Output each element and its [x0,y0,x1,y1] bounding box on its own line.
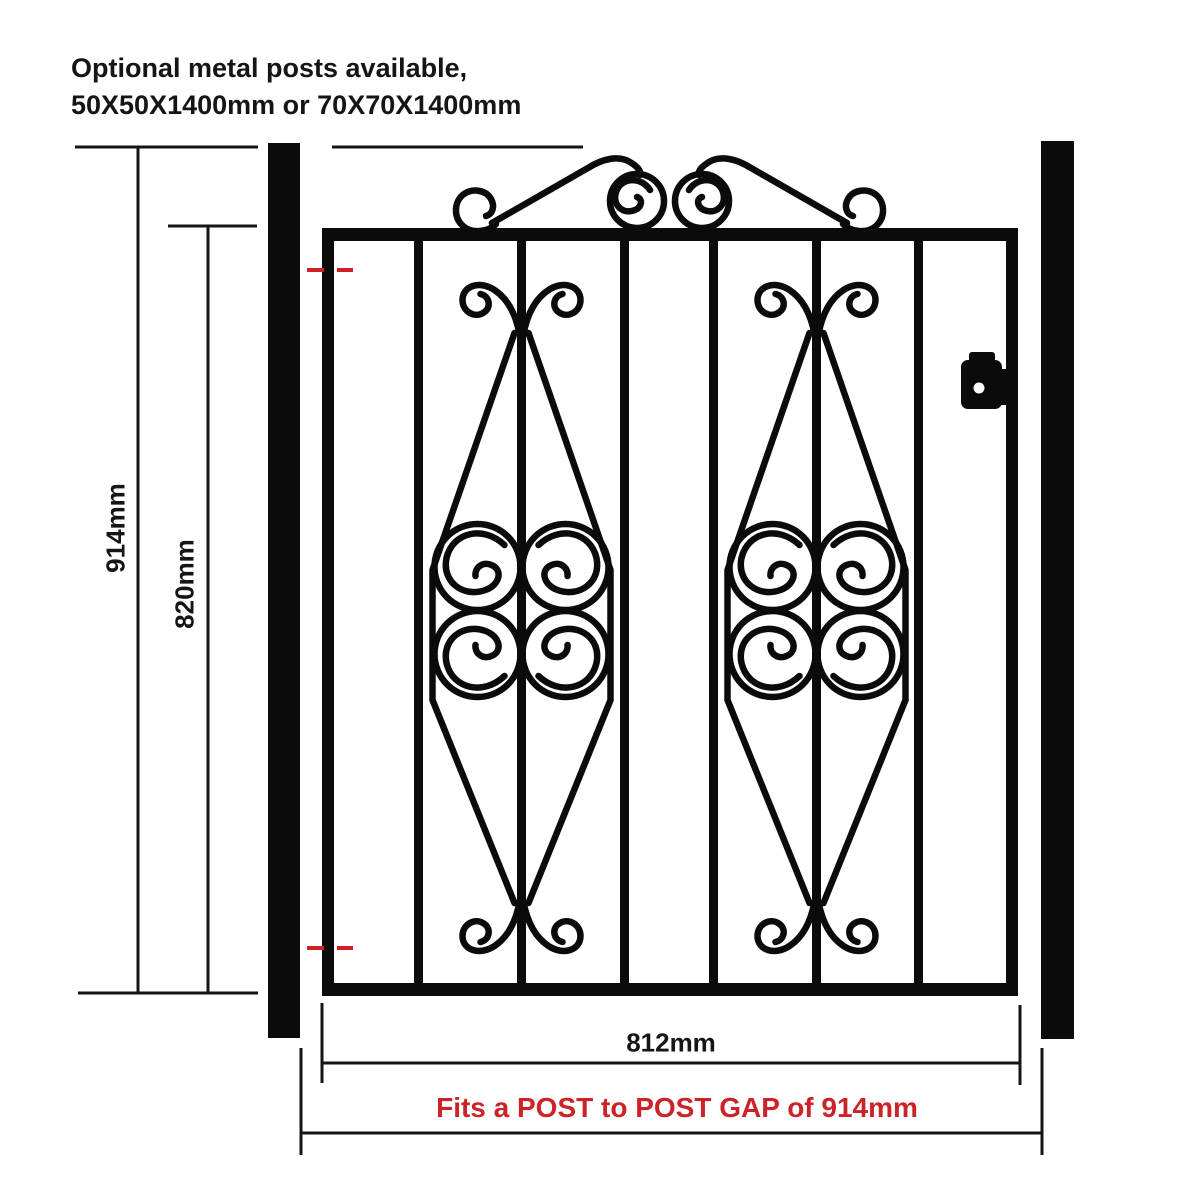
gate-scrollwork [433,158,906,951]
right-post [1041,141,1074,1039]
gate-bar [914,238,923,986]
gate-bar [709,238,718,986]
dimension-label-812mm: 812mm [626,1027,716,1058]
posts-note-line1: Optional metal posts available, [71,53,468,83]
dimension-820-lines [168,224,257,993]
gate-bar [812,238,821,986]
gate-top-rail [322,228,1018,241]
latch-icon [961,352,1011,409]
gate-bar [517,238,526,986]
gate-bar [620,238,629,986]
posts [268,141,1074,1039]
dimension-lines [75,145,1044,1155]
gate-bottom-rail [322,983,1018,996]
posts-note-line2: 50X50X1400mm or 70X70X1400mm [71,90,522,120]
dimension-812-lines [320,1003,1022,1085]
dimension-postgap-lines [299,1048,1044,1155]
post-gap-note: Fits a POST to POST GAP of 914mm [436,1092,918,1123]
left-post [268,143,300,1038]
dimension-label-820mm: 820mm [169,539,200,629]
dimension-914-lines [75,145,583,995]
gate-left-stile [322,228,334,996]
gate-right-stile [1006,228,1018,996]
gate-frame [322,228,1018,996]
gate-bar [414,238,423,986]
dimension-label-914mm: 914mm [100,483,131,573]
hinge-marks [307,268,353,950]
posts-note: Optional metal posts available, 50X50X14… [71,50,521,124]
gate-top-scroll [456,158,883,231]
